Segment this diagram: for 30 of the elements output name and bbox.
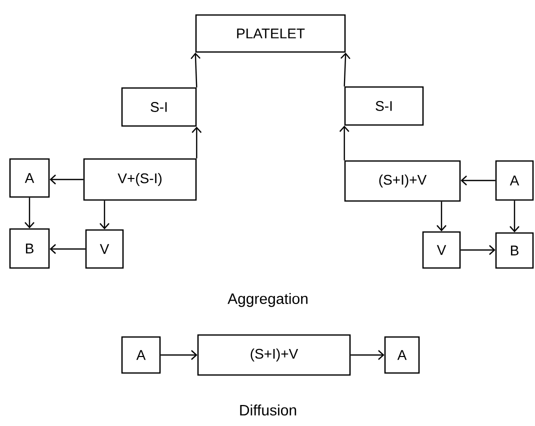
process-box: A (384, 336, 420, 374)
arrow (340, 52, 350, 86)
process-box: S-I (121, 87, 197, 127)
process-box: A (495, 160, 534, 201)
caption-text: Diffusion (240, 404, 296, 416)
arrow (510, 200, 520, 232)
process-box: PLATELET (195, 14, 346, 53)
arrow (190, 52, 200, 88)
arrow (50, 244, 86, 254)
arrow (160, 350, 198, 360)
arrow (24, 198, 34, 228)
process-box: A (121, 336, 161, 374)
process-box: (S+I)+V (344, 160, 461, 202)
process-box: S-I (344, 86, 424, 126)
arrow (460, 176, 496, 186)
arrow (100, 200, 110, 230)
arrow (460, 245, 496, 255)
process-box: A (9, 158, 50, 198)
caption-text: Aggregation (228, 293, 308, 307)
arrow (436, 202, 446, 232)
arrow (192, 126, 202, 158)
process-box: (S+I)+V (197, 334, 351, 376)
process-box: V (85, 229, 124, 269)
process-box: B (9, 228, 50, 269)
process-box: V (422, 231, 461, 269)
arrow (350, 350, 384, 360)
arrow (339, 126, 350, 160)
arrow (50, 174, 84, 184)
process-box: B (495, 232, 534, 269)
process-box: V+(S-I) (83, 158, 197, 201)
